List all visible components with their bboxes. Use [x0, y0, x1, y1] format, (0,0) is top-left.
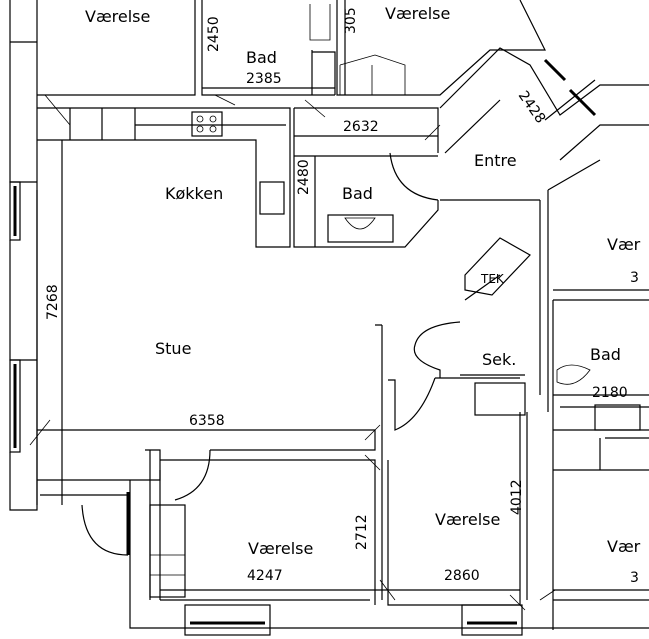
room-label-entre: Entre — [474, 151, 517, 170]
dimension-2385: 2385 — [246, 71, 282, 87]
room-label-kokken: Køkken — [165, 184, 223, 203]
room-label-vaer-right-top: Vær — [607, 235, 641, 254]
dimension-305: 305 — [343, 7, 359, 34]
room-labels: Værelse Bad Værelse Entre Køkken Bad TEK… — [85, 4, 641, 558]
room-label-bad-middle: Bad — [342, 184, 373, 203]
room-label-vaer-right-bottom: Vær — [607, 537, 641, 556]
dimension-2450: 2450 — [206, 16, 222, 52]
room-label-stue: Stue — [155, 339, 191, 358]
dimension-2712: 2712 — [354, 514, 370, 550]
room-label-tek: TEK — [480, 272, 505, 286]
room-label-bad-right: Bad — [590, 345, 621, 364]
room-label-vaerelse-bottom-left: Værelse — [248, 539, 313, 558]
dimension-2180: 2180 — [592, 385, 628, 401]
dimension-7268: 7268 — [45, 284, 61, 320]
room-label-vaerelse-top-left: Værelse — [85, 7, 150, 26]
dimension-2860: 2860 — [444, 568, 480, 584]
dimension-2480: 2480 — [296, 159, 312, 195]
dimension-3-top: 3 — [630, 270, 639, 286]
room-label-sek: Sek. — [482, 350, 516, 369]
room-label-vaerelse-top-right: Værelse — [385, 4, 450, 23]
dimension-labels: 2450 2385 305 2428 2632 2480 7268 6358 2… — [45, 7, 639, 586]
room-label-vaerelse-bottom-middle: Værelse — [435, 510, 500, 529]
dimension-3-bottom: 3 — [630, 570, 639, 586]
dimension-2632: 2632 — [343, 119, 379, 135]
dimension-4247: 4247 — [247, 568, 283, 584]
dimension-4012: 4012 — [509, 479, 525, 515]
dimension-6358: 6358 — [189, 413, 225, 429]
room-label-bad-top: Bad — [246, 48, 277, 67]
dimension-2428: 2428 — [515, 88, 549, 126]
walls — [9, 0, 649, 636]
